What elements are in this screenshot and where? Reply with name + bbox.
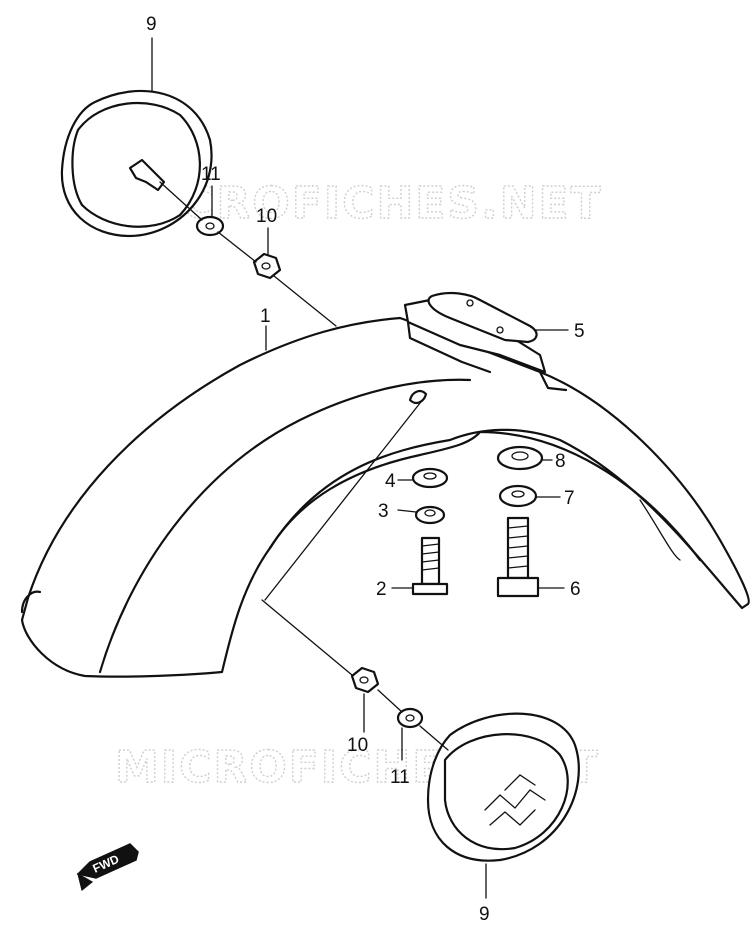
- bolt-2: [411, 536, 449, 596]
- callout-8: 8: [555, 451, 566, 472]
- washer-8: [496, 445, 544, 471]
- callout-9-top: 9: [146, 14, 157, 35]
- nut-10-bottom: [350, 666, 380, 694]
- nut-10-top: [252, 252, 282, 280]
- washer-11-bottom: [396, 707, 424, 729]
- mount-plate-5: [427, 291, 538, 344]
- callout-1: 1: [260, 306, 271, 327]
- lock-washer-7: [498, 484, 538, 508]
- lock-washer-3: [414, 505, 446, 525]
- callout-6: 6: [570, 579, 581, 600]
- callout-11-top: 11: [201, 164, 221, 185]
- washer-11-top: [195, 215, 225, 237]
- reflector-top-9: [60, 89, 213, 238]
- callout-10-bottom: 10: [347, 735, 368, 756]
- callout-11-bottom: 11: [390, 767, 410, 788]
- callout-5: 5: [574, 321, 585, 342]
- callout-4: 4: [385, 471, 396, 492]
- callout-10-top: 10: [256, 206, 277, 227]
- callout-9-bottom: 9: [479, 904, 490, 925]
- fwd-arrow: FWD: [76, 843, 139, 892]
- callout-2: 2: [376, 579, 387, 600]
- callout-7: 7: [564, 488, 575, 509]
- reflector-bottom-9: [426, 712, 580, 862]
- washer-4: [411, 467, 449, 489]
- callout-3: 3: [378, 501, 389, 522]
- front-fender: [20, 296, 750, 678]
- leader-lines: [151, 37, 569, 899]
- bolt-6: [496, 516, 540, 598]
